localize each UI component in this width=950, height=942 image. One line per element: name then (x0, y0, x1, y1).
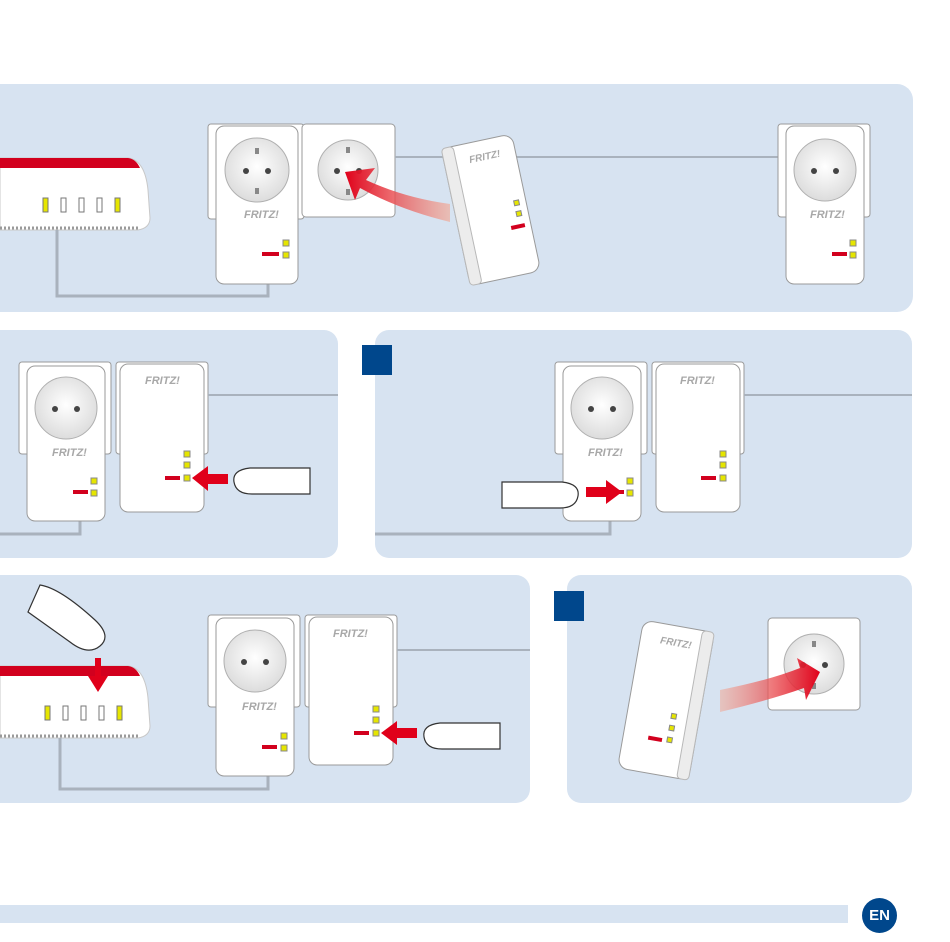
language-badge: EN (862, 898, 897, 933)
svg-text:FRITZ!: FRITZ! (244, 209, 279, 221)
powerline-adapter-with-socket-icon: FRITZ! (778, 124, 870, 284)
finger-press-icon (424, 723, 500, 749)
wall-socket-icon (768, 618, 860, 710)
powerline-adapter-with-socket-icon: FRITZ! (208, 124, 304, 284)
footer-bar (0, 905, 848, 923)
lan-cable (375, 520, 610, 534)
finger-press-icon (28, 585, 105, 650)
svg-text:FRITZ!: FRITZ! (52, 447, 87, 459)
powerline-adapter-icon: FRITZ! (652, 362, 744, 512)
finger-press-icon (234, 468, 310, 494)
svg-text:FRITZ!: FRITZ! (588, 447, 623, 459)
powerline-adapter-icon: FRITZ! (305, 615, 397, 765)
svg-text:FRITZ!: FRITZ! (242, 701, 277, 713)
router-icon (0, 158, 150, 230)
svg-text:FRITZ!: FRITZ! (680, 375, 715, 387)
wall-socket-icon (302, 124, 395, 217)
powerline-adapter-with-socket-icon: FRITZ! (208, 615, 300, 776)
router-icon (0, 666, 150, 738)
powerline-adapter-icon: FRITZ! (618, 620, 715, 780)
powerline-adapter-icon: FRITZ! (116, 362, 208, 512)
svg-text:FRITZ!: FRITZ! (333, 628, 368, 640)
finger-press-icon (502, 482, 578, 508)
svg-text:FRITZ!: FRITZ! (810, 209, 845, 221)
lan-cable (0, 520, 80, 534)
svg-text:FRITZ!: FRITZ! (145, 375, 180, 387)
powerline-adapter-with-socket-icon: FRITZ! (19, 362, 111, 521)
